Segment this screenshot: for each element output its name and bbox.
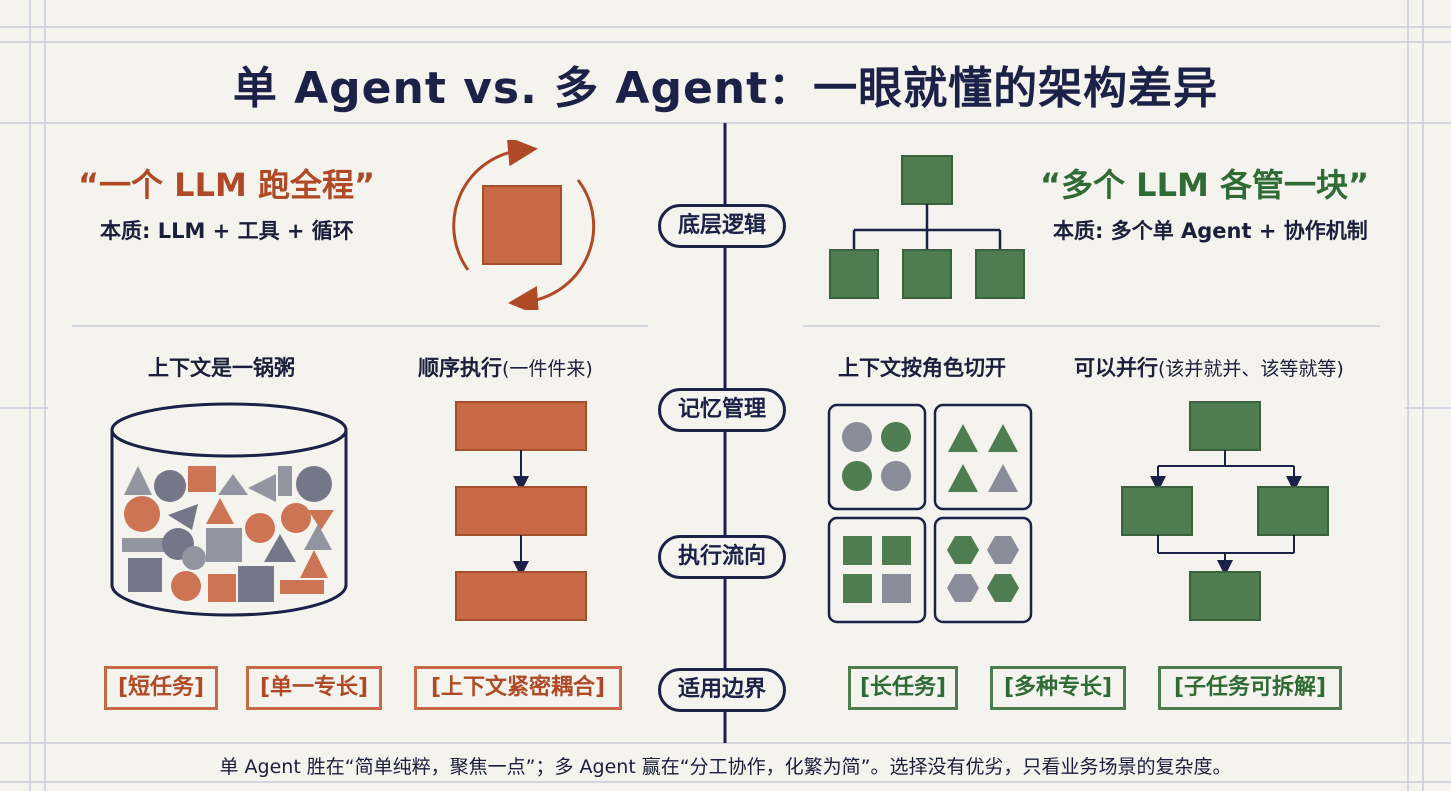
left-flow-note: (一件件来) [502,358,593,380]
left-tag-short-task: [短任务] [104,666,218,710]
context-soup-cylinder-icon [110,402,348,617]
right-tag-long-task: [长任务] [848,666,958,710]
right-flow-heading: 可以并行(该并就并、该等就等) [1074,352,1344,382]
hierarchy-tree-icon [829,155,1025,299]
right-essence: 本质: 多个单 Agent + 协作机制 [1053,219,1368,243]
left-quote: “一个 LLM 跑全程” [78,166,375,204]
right-flow-note: (该并就并、该等就等) [1158,358,1344,380]
pill-applicable-boundary: 适用边界 [658,668,786,712]
left-tag-tight-context: [上下文紧密耦合] [414,666,622,710]
right-tag-decomposable: [子任务可拆解] [1158,666,1342,710]
partitioned-context-icon [827,403,1033,624]
pill-execution-flow: 执行流向 [658,535,786,579]
left-flow-label: 顺序执行 [418,356,502,380]
loop-icon [452,140,596,310]
footer-summary: 单 Agent 胜在“简单纯粹，聚焦一点”；多 Agent 赢在“分工协作，化繁… [219,756,1232,778]
right-memory-label: 上下文按角色切开 [838,356,1006,380]
pill-underlying-logic: 底层逻辑 [658,204,786,248]
right-tag-multi-skill: [多种专长] [990,666,1126,710]
pill-memory-management: 记忆管理 [658,388,786,432]
parallel-flow-diagram [1121,401,1329,621]
left-flow-heading: 顺序执行(一件件来) [418,352,593,382]
sequential-flow-diagram [455,401,587,621]
left-tag-single-skill: [单一专长] [246,666,382,710]
page-title: 单 Agent vs. 多 Agent：一眼就懂的架构差异 [232,63,1219,114]
left-memory-label: 上下文是一锅粥 [148,356,295,380]
right-quote: “多个 LLM 各管一块” [1040,166,1369,204]
left-essence: 本质: LLM + 工具 + 循环 [100,219,354,243]
right-flow-label: 可以并行 [1074,356,1158,380]
